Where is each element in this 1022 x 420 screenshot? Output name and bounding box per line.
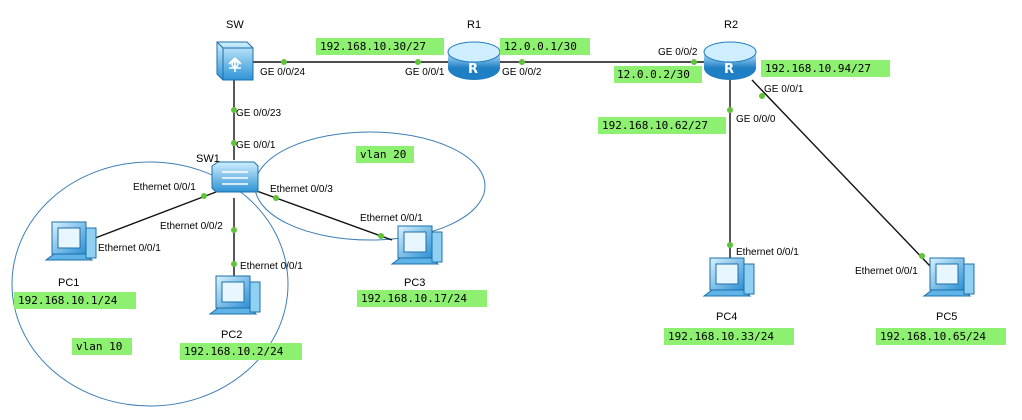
vlan-label: vlan 10 — [76, 340, 122, 353]
device-label-r1: R1 — [467, 19, 481, 31]
port-dot — [727, 242, 733, 248]
port-dot — [415, 59, 421, 65]
ip-label: 192.168.10.65/24 — [880, 330, 986, 343]
port-dot — [273, 195, 279, 201]
ip-label-bg — [357, 290, 487, 307]
links — [89, 61, 931, 278]
port-label: GE 0/0/1 — [236, 140, 276, 151]
ip-label-bg — [664, 328, 794, 345]
ip-label-bg — [614, 66, 702, 83]
router-icon[interactable]: R — [703, 41, 757, 80]
device-label-r2: R2 — [724, 19, 738, 31]
port-dot — [231, 107, 237, 113]
ip-label-bg — [761, 60, 890, 77]
port-dot — [919, 253, 925, 259]
port-label: Ethernet 0/0/2 — [160, 221, 223, 232]
svg-text:R: R — [724, 62, 734, 77]
layer3-switch-icon[interactable] — [216, 41, 254, 81]
svg-text:R: R — [468, 62, 478, 77]
ip-label-bg — [500, 38, 590, 55]
port-label: Ethernet 0/0/1 — [133, 182, 196, 193]
device-label-pc5: PC5 — [936, 311, 957, 323]
device-label-sw1: SW1 — [196, 153, 220, 165]
ip-label-bg — [180, 343, 302, 360]
vlan10-boundary — [11, 161, 289, 407]
port-dot — [519, 59, 525, 65]
pc-icon[interactable] — [390, 225, 443, 265]
ip-label: 192.168.10.62/27 — [602, 119, 708, 132]
ip-label-bg — [876, 328, 1006, 345]
port-label: GE 0/0/1 — [405, 67, 445, 78]
link-sw1-pc1 — [89, 191, 217, 241]
ip-label: 192.168.10.2/24 — [184, 345, 284, 358]
device-label-pc1: PC1 — [58, 277, 79, 289]
port-label: Ethernet 0/0/3 — [270, 184, 333, 195]
pc-icon[interactable] — [922, 257, 975, 297]
ip-label: 12.0.0.1/30 — [504, 40, 577, 53]
port-dot — [281, 59, 287, 65]
port-label: Ethernet 0/0/1 — [360, 213, 423, 224]
ip-label: 192.168.10.17/24 — [361, 292, 467, 305]
port-label: GE 0/0/23 — [236, 108, 281, 119]
ip-label-bg — [598, 117, 726, 134]
port-label: GE 0/0/0 — [736, 114, 776, 125]
port-label: GE 0/0/1 — [764, 84, 804, 95]
port-dot — [691, 59, 697, 65]
port-dot — [759, 93, 765, 99]
vlan-label-bg — [356, 146, 414, 163]
port-label: GE 0/0/2 — [502, 67, 542, 78]
port-label: Ethernet 0/0/1 — [98, 243, 161, 254]
ip-label: 192.168.10.1/24 — [18, 294, 118, 307]
vlan-label: vlan 20 — [360, 148, 406, 161]
device-label-pc4: PC4 — [716, 311, 737, 323]
port-dot — [231, 261, 237, 267]
port-label: GE 0/0/24 — [260, 67, 305, 78]
device-label-pc2: PC2 — [221, 329, 242, 341]
pc-icon[interactable] — [208, 275, 261, 315]
port-dot — [727, 107, 733, 113]
port-dot — [231, 140, 237, 146]
device-label-pc3: PC3 — [404, 277, 425, 289]
ip-label: 12.0.0.2/30 — [617, 68, 690, 81]
port-dot — [231, 227, 237, 233]
link-r2-pc5 — [751, 79, 931, 267]
access-switch-icon[interactable] — [211, 161, 259, 193]
ip-label: 192.168.10.30/27 — [320, 40, 426, 53]
port-label: GE 0/0/2 — [658, 47, 698, 58]
device-label-sw: SW — [226, 19, 244, 31]
port-label: Ethernet 0/0/1 — [855, 266, 918, 277]
ip-label: 192.168.10.94/27 — [765, 62, 871, 75]
port-dot — [378, 233, 384, 239]
port-label: Ethernet 0/0/1 — [240, 261, 303, 272]
router-icon[interactable]: R — [447, 41, 501, 80]
port-dot — [201, 193, 207, 199]
ip-label-bg — [14, 292, 136, 309]
ip-label: 192.168.10.33/24 — [668, 330, 774, 343]
pc-icon[interactable] — [44, 221, 97, 261]
vlan-label-bg — [72, 338, 132, 355]
pc-icon[interactable] — [702, 257, 755, 297]
ip-label-bg — [316, 38, 444, 55]
port-label: Ethernet 0/0/1 — [736, 247, 799, 258]
